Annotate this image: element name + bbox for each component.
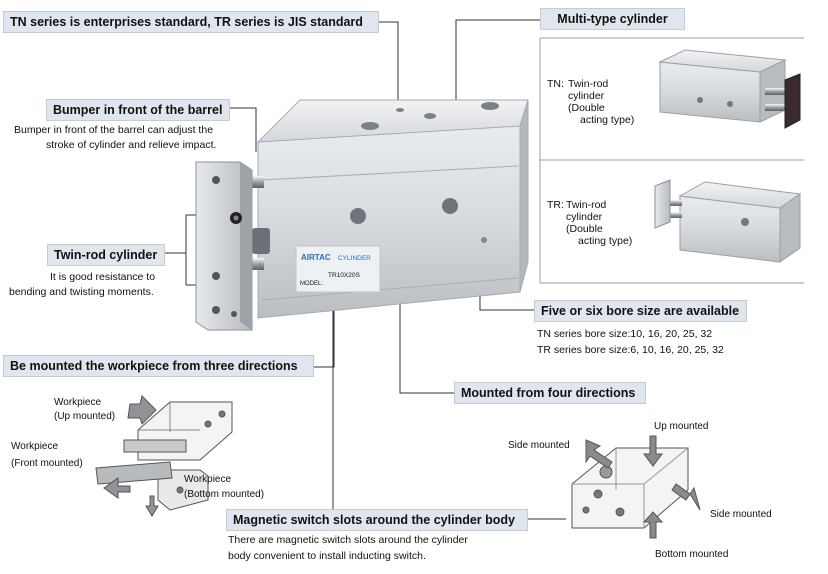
- leader-twin-rod: [164, 214, 204, 254]
- tr-line2: cylinder: [566, 211, 603, 223]
- twin-desc-line1: It is good resistance to: [50, 271, 156, 283]
- tr-cylinder-photo: [654, 179, 802, 263]
- leader-four-directions: [399, 293, 454, 394]
- callout-bumper: Bumper in front of the barrel: [46, 99, 230, 121]
- workpiece-bottom-title: Workpiece: [184, 474, 232, 485]
- tn-bore-desc: TN series bore size:10, 16, 20, 25, 32: [537, 328, 713, 340]
- cylinder-product: CYLINDER: [338, 255, 371, 262]
- cylinder-model: TR10X20S: [328, 272, 360, 279]
- leader-lines: [164, 19, 566, 520]
- mount-bottom-label: Bottom mounted: [655, 549, 729, 560]
- workpiece-up-sub: (Up mounted): [54, 411, 116, 422]
- callout-bore-sizes: Five or six bore size are available: [534, 300, 747, 322]
- tn-line4: acting type): [580, 114, 635, 126]
- magnetic-desc-line1: There are magnetic switch slots around t…: [228, 534, 468, 546]
- tn-cylinder-photo: [658, 49, 801, 129]
- cylinder-brand: AIRTAC: [301, 253, 331, 262]
- tr-line1: Twin-rod: [566, 199, 607, 211]
- bumper-desc-line2: stroke of cylinder and relieve impact.: [46, 139, 217, 151]
- multi-type-table: [539, 37, 804, 284]
- tn-line3: (Double: [568, 102, 605, 114]
- leader-standard: [376, 21, 399, 110]
- workpiece-front-sub: (Front mounted): [11, 458, 83, 469]
- magnetic-desc-line2: body convenient to install inducting swi…: [228, 550, 426, 562]
- tr-bore-desc: TR series bore size:6, 10, 16, 20, 25, 3…: [537, 344, 724, 356]
- leader-three-directions: [312, 293, 335, 368]
- workpiece-bottom-sub: (Bottom mounted): [184, 489, 265, 500]
- twin-desc-line2: bending and twisting moments.: [9, 286, 154, 298]
- callout-mounted-four: Mounted from four directions: [454, 382, 646, 404]
- leader-multi-type: [455, 19, 540, 104]
- bumper-desc-line1: Bumper in front of the barrel can adjust…: [14, 124, 214, 136]
- mount-side-left-label: Side mounted: [508, 440, 570, 451]
- four-directions-diagram: [571, 435, 701, 539]
- tn-line2: cylinder: [568, 90, 605, 102]
- workpiece-up-title: Workpiece: [54, 397, 102, 408]
- leader-bumper: [228, 107, 257, 152]
- mount-side-right-label: Side mounted: [710, 509, 772, 520]
- callout-magnetic: Magnetic switch slots around the cylinde…: [226, 509, 528, 531]
- callout-mounted-three: Be mounted the workpiece from three dire…: [3, 355, 314, 377]
- tn-series-label: TN:: [547, 78, 564, 90]
- callout-multi-type: Multi-type cylinder: [540, 8, 685, 30]
- tn-line1: Twin-rod: [568, 78, 609, 90]
- mount-up-label: Up mounted: [654, 421, 709, 432]
- main-cylinder: [195, 99, 529, 331]
- three-directions-diagram: [95, 395, 233, 517]
- cylinder-model-prefix: MODEL:: [300, 281, 324, 287]
- callout-standard: TN series is enterprises standard, TR se…: [3, 11, 379, 33]
- tr-series-label: TR:: [547, 199, 564, 211]
- callout-twin-rod: Twin-rod cylinder: [47, 244, 165, 266]
- workpiece-front-title: Workpiece: [11, 441, 59, 452]
- tr-line4: acting type): [578, 235, 633, 247]
- tr-line3: (Double: [566, 223, 603, 235]
